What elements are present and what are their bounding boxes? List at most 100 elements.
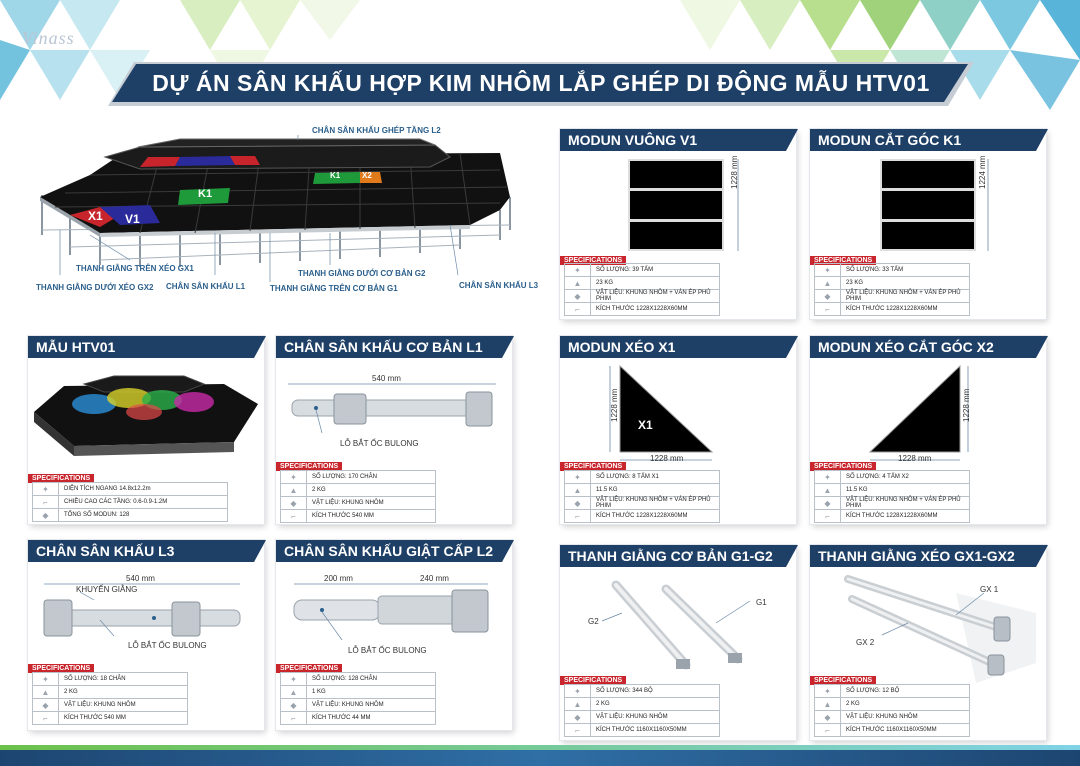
leg-l2-diagram (293, 583, 489, 641)
g1-label: G1 (756, 598, 767, 607)
spec-material: VẬT LIỆU: KHUNG NHÔM (58, 698, 188, 712)
leg-l1-diagram (288, 383, 496, 434)
overview-x1-label: X1 (88, 209, 103, 223)
overview-k1-label: K1 (198, 188, 213, 200)
spec-table: ✦SỐ LƯỢNG: 128 CHÂN ▲1 KG ◆VẬT LIỆU: KHU… (280, 672, 436, 725)
modules-icon: ◆ (32, 508, 59, 522)
size-icon: ⌐ (814, 723, 841, 737)
spec-size: KÍCH THƯỚC 44 MM (306, 711, 436, 725)
material-icon: ◆ (32, 698, 59, 712)
spec-material: VẬT LIỆU: KHUNG NHÔM (306, 496, 436, 510)
spec-table: ✦SỐ LƯỢNG: 39 TẤM ▲23 KG ◆VẬT LIỆU: KHUN… (564, 263, 720, 316)
spec-label: SPECIFICATIONS (560, 462, 627, 471)
card-modun-v1: MODUN VUÔNG V1 1228 mm SPECIFICATIONS ✦S… (560, 129, 798, 319)
spec-table: ✦SỐ LƯỢNG: 8 TẤM X1 ▲11.5 KG ◆VẬT LIỆU: … (564, 470, 720, 523)
spec-material: VẬT LIỆU: KHUNG NHÔM + VÁN ÉP PHỦ PHIM (840, 496, 970, 510)
leg-l3-diagram (43, 583, 241, 637)
spec-material: VẬT LIỆU: KHUNG NHÔM + VÁN ÉP PHỦ PHIM (840, 289, 970, 303)
overview-g2-label: THANH GIẰNG DƯỚI CƠ BẢN G2 (298, 269, 426, 278)
modun-x2-diagram (868, 364, 969, 461)
spec-weight: 2 KG (840, 697, 970, 711)
weight-icon: ▲ (564, 276, 591, 290)
x1-dimension-horizontal: 1228 mm (650, 454, 684, 463)
spec-weight: 2 KG (590, 697, 720, 711)
material-icon: ◆ (564, 496, 591, 510)
modun-k1-dimension: 1224 mm (978, 155, 987, 189)
modun-x1-diagram (609, 364, 714, 461)
card-title: THANH GIẰNG XÉO GX1-GX2 (810, 545, 1048, 567)
spec-size: KÍCH THƯỚC 540 MM (306, 509, 436, 523)
l2-dimension-1: 200 mm (324, 574, 353, 583)
stage-overview-illustration (40, 135, 511, 282)
spec-material: VẬT LIỆU: KHUNG NHÔM (590, 710, 720, 724)
overview-gx2-label: THANH GIẰNG DƯỚI XÉO GX2 (36, 283, 154, 292)
spec-quantity: SỐ LƯỢNG: 39 TẤM (590, 263, 720, 277)
brace-gx-diagram (844, 575, 1036, 683)
material-icon: ◆ (280, 698, 307, 712)
x1-dimension-vertical: 1228 mm (610, 388, 619, 422)
page-title: DỰ ÁN SÂN KHẤU HỢP KIM NHÔM LẮP GHÉP DI … (152, 70, 930, 96)
l3-brace-note: KHUYẾN GIẰNG (76, 585, 138, 594)
spec-weight: 11.5 KG (590, 483, 720, 497)
card-title: MODUN XÉO X1 (560, 336, 798, 358)
material-icon: ◆ (280, 496, 307, 510)
weight-icon: ▲ (564, 697, 591, 711)
card-title: MODUN CẮT GÓC K1 (810, 129, 1048, 151)
spec-size: KÍCH THƯỚC 1228X1228X60MM (590, 509, 720, 523)
spec-weight: 23 KG (590, 276, 720, 290)
spec-table: ✦DIỆN TÍCH NGANG 14.8x12.2m ⌐CHIỀU CAO C… (32, 482, 228, 522)
spec-quantity: SỐ LƯỢNG: 18 CHÂN (58, 672, 188, 686)
spec-quantity: SỐ LƯỢNG: 8 TẤM X1 (590, 470, 720, 484)
spec-quantity: SỐ LƯỢNG: 344 BỘ (590, 684, 720, 698)
spec-size: KÍCH THƯỚC 1228X1228X60MM (840, 509, 970, 523)
spec-weight: 23 KG (840, 276, 970, 290)
spec-table: ✦SỐ LƯỢNG: 4 TẤM X2 ▲11.5 KG ◆VẬT LIỆU: … (814, 470, 970, 523)
weight-icon: ▲ (280, 483, 307, 497)
logo: Vinass (22, 28, 75, 48)
spec-size: KÍCH THƯỚC 1228X1228X60MM (590, 302, 720, 316)
overview-v1-label: V1 (125, 212, 140, 226)
quantity-icon: ✦ (814, 684, 841, 698)
spec-label: SPECIFICATIONS (810, 462, 877, 471)
card-chan-l3: CHÂN SÂN KHẤU L3 540 mm KHUYẾN GIẰNG LỖ … (28, 540, 266, 730)
quantity-icon: ✦ (280, 470, 307, 484)
footer-bar (0, 750, 1080, 766)
l1-bolt-hole-note: LỖ BẮT ỐC BULONG (340, 439, 419, 448)
size-icon: ⌐ (814, 302, 841, 316)
quantity-icon: ✦ (814, 263, 841, 277)
material-icon: ◆ (814, 710, 841, 724)
spec-label: SPECIFICATIONS (28, 474, 95, 483)
quantity-icon: ✦ (564, 470, 591, 484)
l2-dimension-2: 240 mm (420, 574, 449, 583)
l3-bolt-hole-note: LỖ BẮT ỐC BULONG (128, 641, 207, 650)
spec-size: KÍCH THƯỚC 1228X1228X60MM (840, 302, 970, 316)
spec-table: ✦SỐ LƯỢNG: 33 TẤM ▲23 KG ◆VẬT LIỆU: KHUN… (814, 263, 970, 316)
spec-quantity: SỐ LƯỢNG: 170 CHÂN (306, 470, 436, 484)
spec-height: CHIỀU CAO CÁC TẦNG: 0.6-0.9-1.2M (58, 495, 228, 509)
modun-k1-diagram (880, 159, 989, 251)
card-title: MẪU HTV01 (28, 336, 266, 358)
quantity-icon: ✦ (280, 672, 307, 686)
weight-icon: ▲ (814, 276, 841, 290)
spec-weight: 11.5 KG (840, 483, 970, 497)
weight-icon: ▲ (814, 483, 841, 497)
modun-v1-dimension: 1228 mm (730, 155, 739, 189)
size-icon: ⌐ (280, 711, 307, 725)
htv01-render (34, 375, 258, 456)
weight-icon: ▲ (32, 685, 59, 699)
size-icon: ⌐ (564, 302, 591, 316)
spec-area: DIỆN TÍCH NGANG 14.8x12.2m (58, 482, 228, 496)
spec-label: SPECIFICATIONS (276, 664, 343, 673)
gx2-label: GX 2 (856, 638, 875, 647)
modun-v1-diagram (628, 159, 739, 251)
size-icon: ⌐ (32, 711, 59, 725)
card-modun-k1: MODUN CẮT GÓC K1 1224 mm SPECIFICATIONS … (810, 129, 1048, 319)
overview-x2-label: X2 (362, 171, 372, 180)
quantity-icon: ✦ (32, 672, 59, 686)
weight-icon: ▲ (280, 685, 307, 699)
spec-table: ✦SỐ LƯỢNG: 170 CHÂN ▲2 KG ◆VẬT LIỆU: KHU… (280, 470, 436, 523)
spec-quantity: SỐ LƯỢNG: 12 BỘ (840, 684, 970, 698)
material-icon: ◆ (814, 496, 841, 510)
spec-weight: 2 KG (58, 685, 188, 699)
card-thanh-giang-g: THANH GIẰNG CƠ BẢN G1-G2 G2 G1 SPECIFICA… (560, 545, 798, 740)
